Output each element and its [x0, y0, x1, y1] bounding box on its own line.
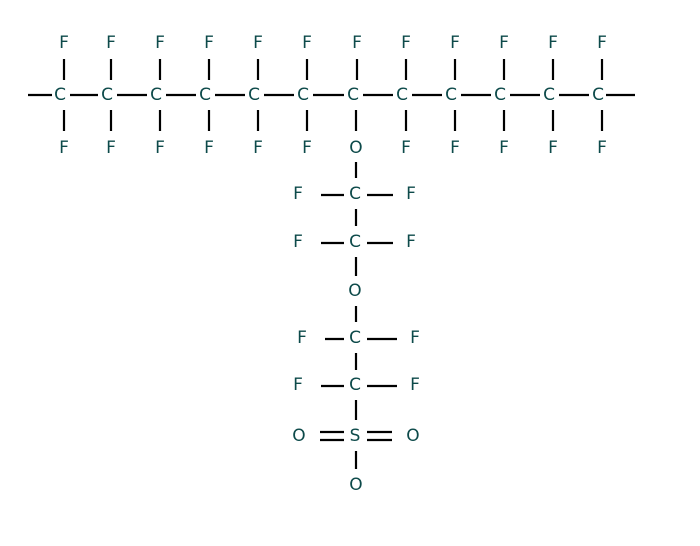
fluorine-atom: F [401, 138, 411, 158]
chain-carbon-atom: C [101, 85, 113, 105]
side-chain-carbon-atom: C [349, 232, 361, 252]
chain-carbon-atom: C [248, 85, 260, 105]
fluorine-atom: F [204, 33, 214, 53]
fluorine-atom: F [302, 33, 312, 53]
fluorine-atom: F [401, 33, 411, 53]
side-chain-carbon-atom: C [349, 328, 361, 348]
side-chain-carbon-atom: C [349, 375, 361, 395]
fluorine-atom: F [548, 33, 558, 53]
chain-carbon-atom: C [445, 85, 457, 105]
fluorine-atom: F [155, 138, 165, 158]
fluorine-atom: F [499, 33, 509, 53]
fluorine-atom: F [293, 184, 303, 204]
fluorine-atom: F [302, 138, 312, 158]
chain-carbon-atom: C [494, 85, 506, 105]
fluorine-atom: F [499, 138, 509, 158]
sulfur-atom: S [350, 426, 361, 446]
fluorine-atom: F [597, 33, 607, 53]
chain-carbon-atom: C [199, 85, 211, 105]
chain-carbon-atom: C [543, 85, 555, 105]
fluorine-atom: F [450, 138, 460, 158]
fluorine-atom: F [548, 138, 558, 158]
fluorine-atom: F [253, 33, 263, 53]
chain-carbon-atom: C [396, 85, 408, 105]
fluorine-atom: F [106, 33, 116, 53]
fluorine-atom: F [204, 138, 214, 158]
sulfonyl-oxygen-atom: O [292, 426, 305, 446]
sulfonyl-oxygen-atom: O [406, 426, 419, 446]
fluorine-atom: F [410, 328, 420, 348]
fluorine-atom: F [253, 138, 263, 158]
fluorine-atom: F [59, 138, 69, 158]
fluorine-atom: F [59, 33, 69, 53]
fluorine-atom: F [450, 33, 460, 53]
ether-oxygen-atom: O [348, 281, 361, 301]
chain-carbon-atom: C [150, 85, 162, 105]
ether-oxygen-atom: O [349, 138, 362, 158]
chain-carbon-atom: C [592, 85, 604, 105]
fluorine-atom: F [106, 138, 116, 158]
fluorine-atom: F [352, 33, 362, 53]
chain-carbon-atom: C [54, 85, 66, 105]
chain-carbon-atom: C [347, 85, 359, 105]
fluorine-atom: F [597, 138, 607, 158]
fluorine-atom: F [293, 375, 303, 395]
chain-carbon-atom: C [297, 85, 309, 105]
sulfonyl-oxygen-atom: O [349, 475, 362, 495]
side-chain-carbon-atom: C [349, 184, 361, 204]
bonds [28, 59, 635, 469]
fluorine-atom: F [406, 232, 416, 252]
fluorine-atom: F [293, 232, 303, 252]
atoms: C F F C F F C F F C F F C F F C F F C F O C F F C F F C F F C F F C F F C F F C… [54, 33, 607, 495]
fluorine-atom: F [406, 184, 416, 204]
fluorine-atom: F [410, 375, 420, 395]
fluorine-atom: F [155, 33, 165, 53]
fluorine-atom: F [297, 328, 307, 348]
